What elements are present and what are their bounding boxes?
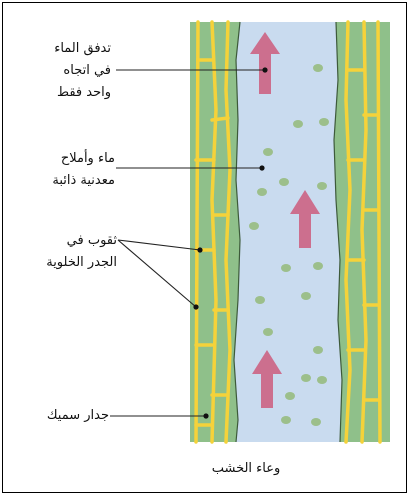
caption-text: وعاء الخشب [186,458,306,480]
water-label-line-2: معدنية ذائبة [5,170,115,192]
wall-label-text: جدار سميك [9,405,109,427]
pits-label-line-1: ثقوب في [7,230,117,252]
pits-label: ثقوب في الجدر الخلوية [7,230,117,274]
flow-label-line-2: في اتجاه [11,60,111,82]
pits-label-line-2: الجدر الخلوية [7,252,117,274]
flow-label-line-1: تدفق الماء [11,38,111,60]
flow-label: تدفق الماء في اتجاه واحد فقط [11,38,111,104]
water-minerals-label: ماء وأملاح معدنية ذائبة [5,148,115,192]
xylem-vessel-caption: وعاء الخشب [186,458,306,480]
water-label-line-1: ماء وأملاح [5,148,115,170]
thick-wall-label: جدار سميك [9,405,109,427]
flow-label-line-3: واحد فقط [11,82,111,104]
